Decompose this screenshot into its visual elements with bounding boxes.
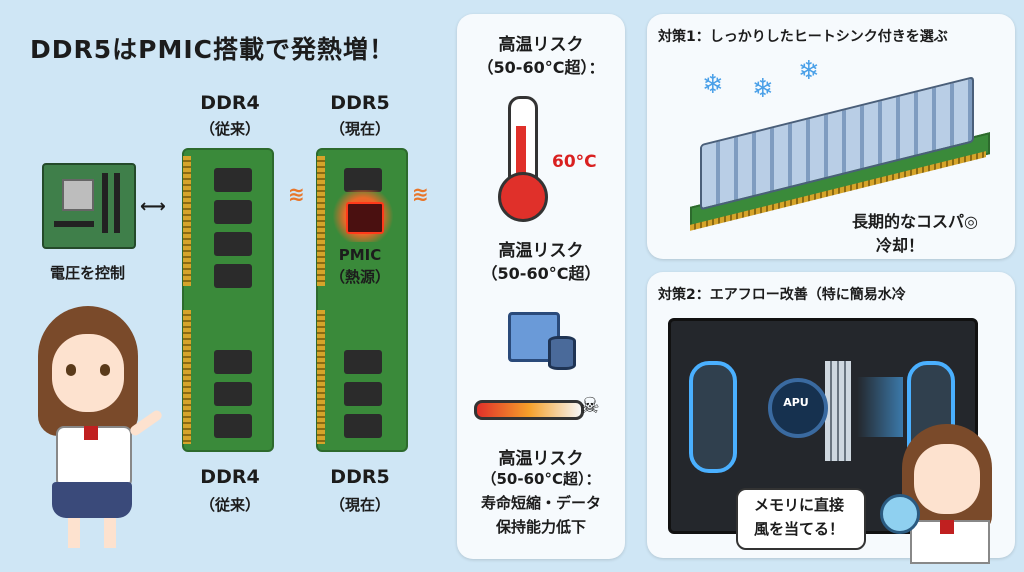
ddr5-top-sub: （現在）: [329, 120, 390, 138]
risk3-line4: 保持能力低下: [495, 518, 586, 536]
ddr4-memory-stick: [182, 148, 274, 452]
thermometer-icon: [494, 96, 550, 222]
measure2-title: 対策2：エアフロー改善（特に簡易水冷: [658, 287, 906, 303]
snowflake-icon: ❄: [752, 74, 774, 104]
measure1-note2: 冷却！: [876, 236, 925, 255]
risk2-line1: 高温リスク: [498, 241, 584, 261]
page-title: DDR5はPMIC搭載で発熱増！: [30, 35, 395, 64]
heat-wave-icon: ≋: [288, 182, 305, 206]
ddr5-bottom-sub: （現在）: [329, 496, 390, 514]
girl-character-illustration: [18, 298, 168, 556]
bubble-line2: 風を当てる！: [753, 520, 844, 538]
snowflake-icon: ❄: [702, 70, 724, 100]
airflow-icon: [857, 377, 903, 437]
apu-label: APU: [783, 396, 809, 409]
risk3-line3: 寿命短縮・データ: [480, 494, 601, 512]
broken-data-icon: [508, 306, 576, 370]
double-arrow-icon: ⟷: [140, 196, 166, 217]
risk3-line2: （50-60°C超）：: [481, 470, 601, 488]
ddr5-bottom-label: DDR5: [330, 466, 390, 488]
lifespan-bar-icon: ☠: [474, 394, 604, 422]
ddr5-memory-stick: [316, 148, 408, 452]
ddr4-bottom-label: DDR4: [200, 466, 260, 488]
risk1-line2: （50-60°C超）：: [477, 58, 605, 77]
bubble-line1: メモリに直接: [753, 496, 844, 514]
measure1-note1: 長期的なコスパ◎: [852, 212, 978, 231]
ddr5-top-label: DDR5: [330, 92, 390, 114]
skull-icon: ☠: [580, 394, 600, 419]
risk-card: [457, 14, 625, 559]
motherboard-icon: [42, 163, 136, 249]
ddr4-top-sub: （従来）: [199, 120, 260, 138]
heat-wave-icon: ≋: [412, 182, 429, 206]
girl-with-fan-illustration: [880, 420, 1010, 564]
risk3-line1: 高温リスク: [498, 449, 584, 469]
temperature-value: 60°C: [552, 152, 597, 172]
speech-bubble: [736, 488, 866, 550]
risk2-line2: （50-60°C超）: [481, 264, 601, 283]
risk1-line1: 高温リスク: [498, 35, 584, 55]
cpu-cooler-pump: [768, 378, 828, 438]
measure1-title: 対策1：しっかりしたヒートシンク付きを選ぶ: [658, 29, 948, 45]
ddr4-top-label: DDR4: [200, 92, 260, 114]
snowflake-icon: ❄: [798, 56, 820, 86]
voltage-control-label: 電圧を控制: [49, 264, 125, 282]
ddr4-bottom-sub: （従来）: [199, 496, 260, 514]
handheld-fan-icon: [880, 494, 920, 534]
pmic-label: PMIC: [338, 246, 382, 264]
pmic-sub-label: （熱源）: [329, 268, 390, 286]
